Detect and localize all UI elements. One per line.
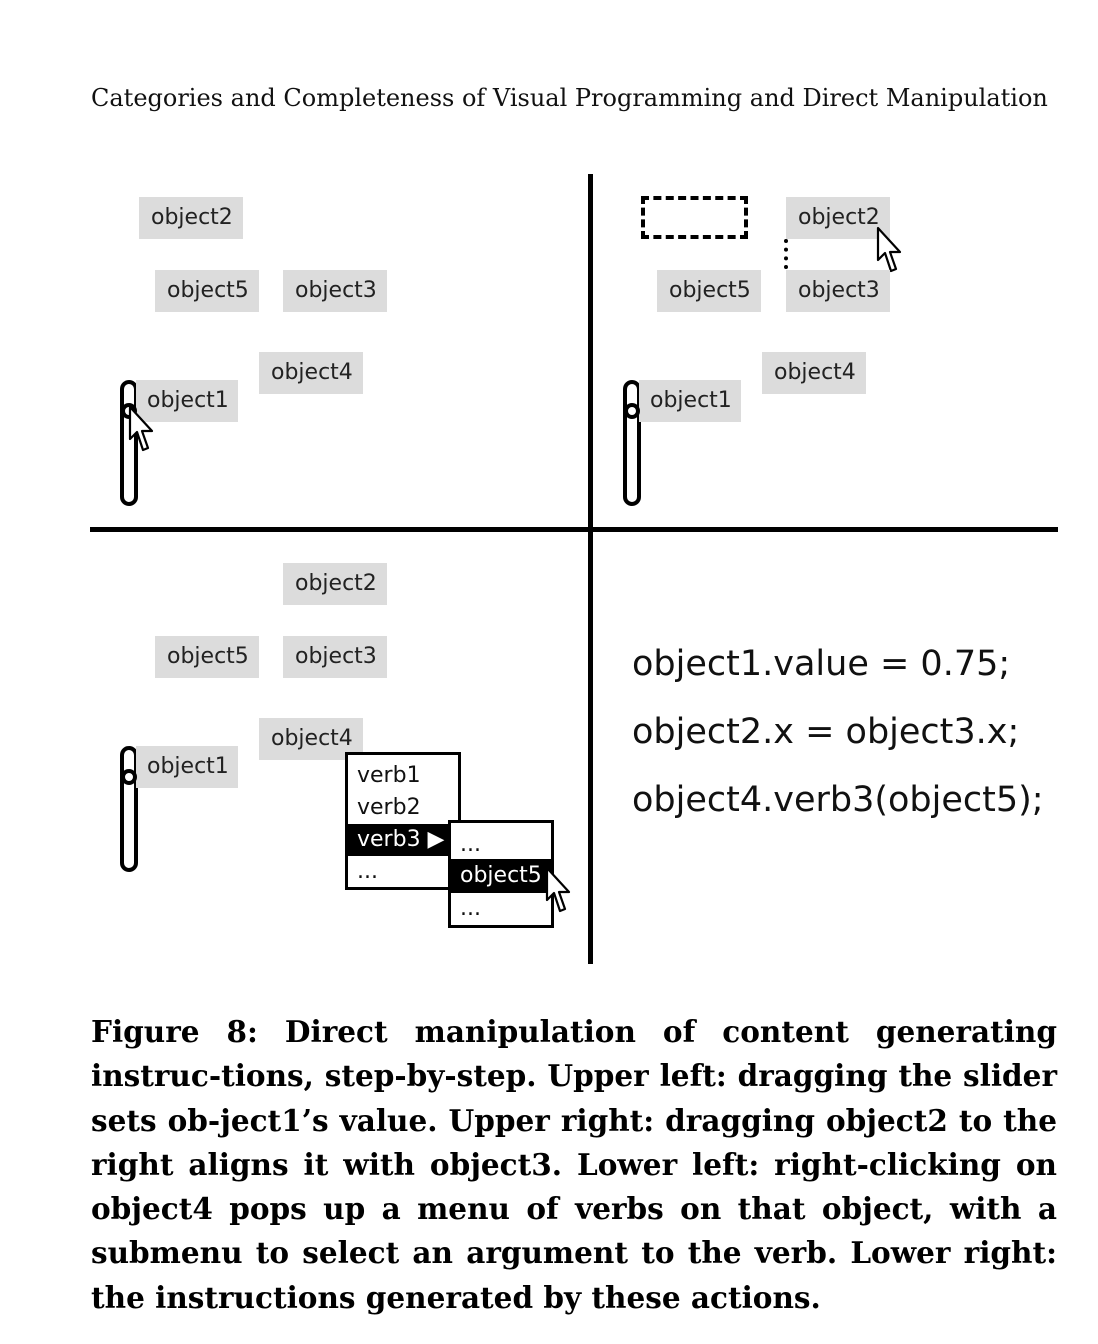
object5-box[interactable]: object5 [657,270,761,312]
object5-box[interactable]: object5 [155,636,259,678]
object1-slider-knob[interactable] [624,403,640,419]
object2-original-position-ghost [641,196,748,239]
quadrant-divider-vertical [588,174,593,964]
object1-slider-knob[interactable] [121,769,137,785]
quadrant-divider-horizontal [90,527,1058,532]
code-line-1: object1.value = 0.75; [632,644,1011,684]
submenu-item-more-bottom[interactable]: ... [460,896,481,921]
alignment-guide-line [784,239,788,269]
page-header: Categories and Completeness of Visual Pr… [91,84,1048,112]
submenu-arguments: ... object5 ... [448,820,554,928]
mouse-pointer-icon [876,226,902,273]
menu-item-verb3[interactable]: verb3 ▶ [348,824,458,856]
object2-box[interactable]: object2 [786,197,890,239]
object3-box[interactable]: object3 [283,270,387,312]
menu-item-more[interactable]: ... [357,859,378,884]
object1-box[interactable]: object1 [136,380,238,422]
mouse-pointer-icon [128,405,154,452]
object3-box[interactable]: object3 [283,636,387,678]
menu-item-verb2[interactable]: verb2 [357,795,421,820]
object2-box[interactable]: object2 [139,197,243,239]
object4-box[interactable]: object4 [762,352,866,394]
object3-box[interactable]: object3 [786,270,890,312]
code-line-3: object4.verb3(object5); [632,780,1044,820]
submenu-item-object5[interactable]: object5 [451,859,551,893]
object2-box[interactable]: object2 [283,563,387,605]
mouse-pointer-icon [545,866,571,913]
object1-box[interactable]: object1 [136,746,238,788]
context-menu-verbs: verb1 verb2 verb3 ▶ ... [345,752,461,890]
menu-item-verb1[interactable]: verb1 [357,763,421,788]
object4-box[interactable]: object4 [259,352,363,394]
object5-box[interactable]: object5 [155,270,259,312]
code-line-2: object2.x = object3.x; [632,712,1020,752]
object1-box[interactable]: object1 [639,380,741,422]
figure-caption: Figure 8: Direct manipulation of content… [91,1014,1057,1315]
submenu-item-more-top[interactable]: ... [460,832,481,857]
figure-8: object2 object5 object3 object4 object1 … [90,174,1058,964]
object4-box[interactable]: object4 [259,718,363,760]
